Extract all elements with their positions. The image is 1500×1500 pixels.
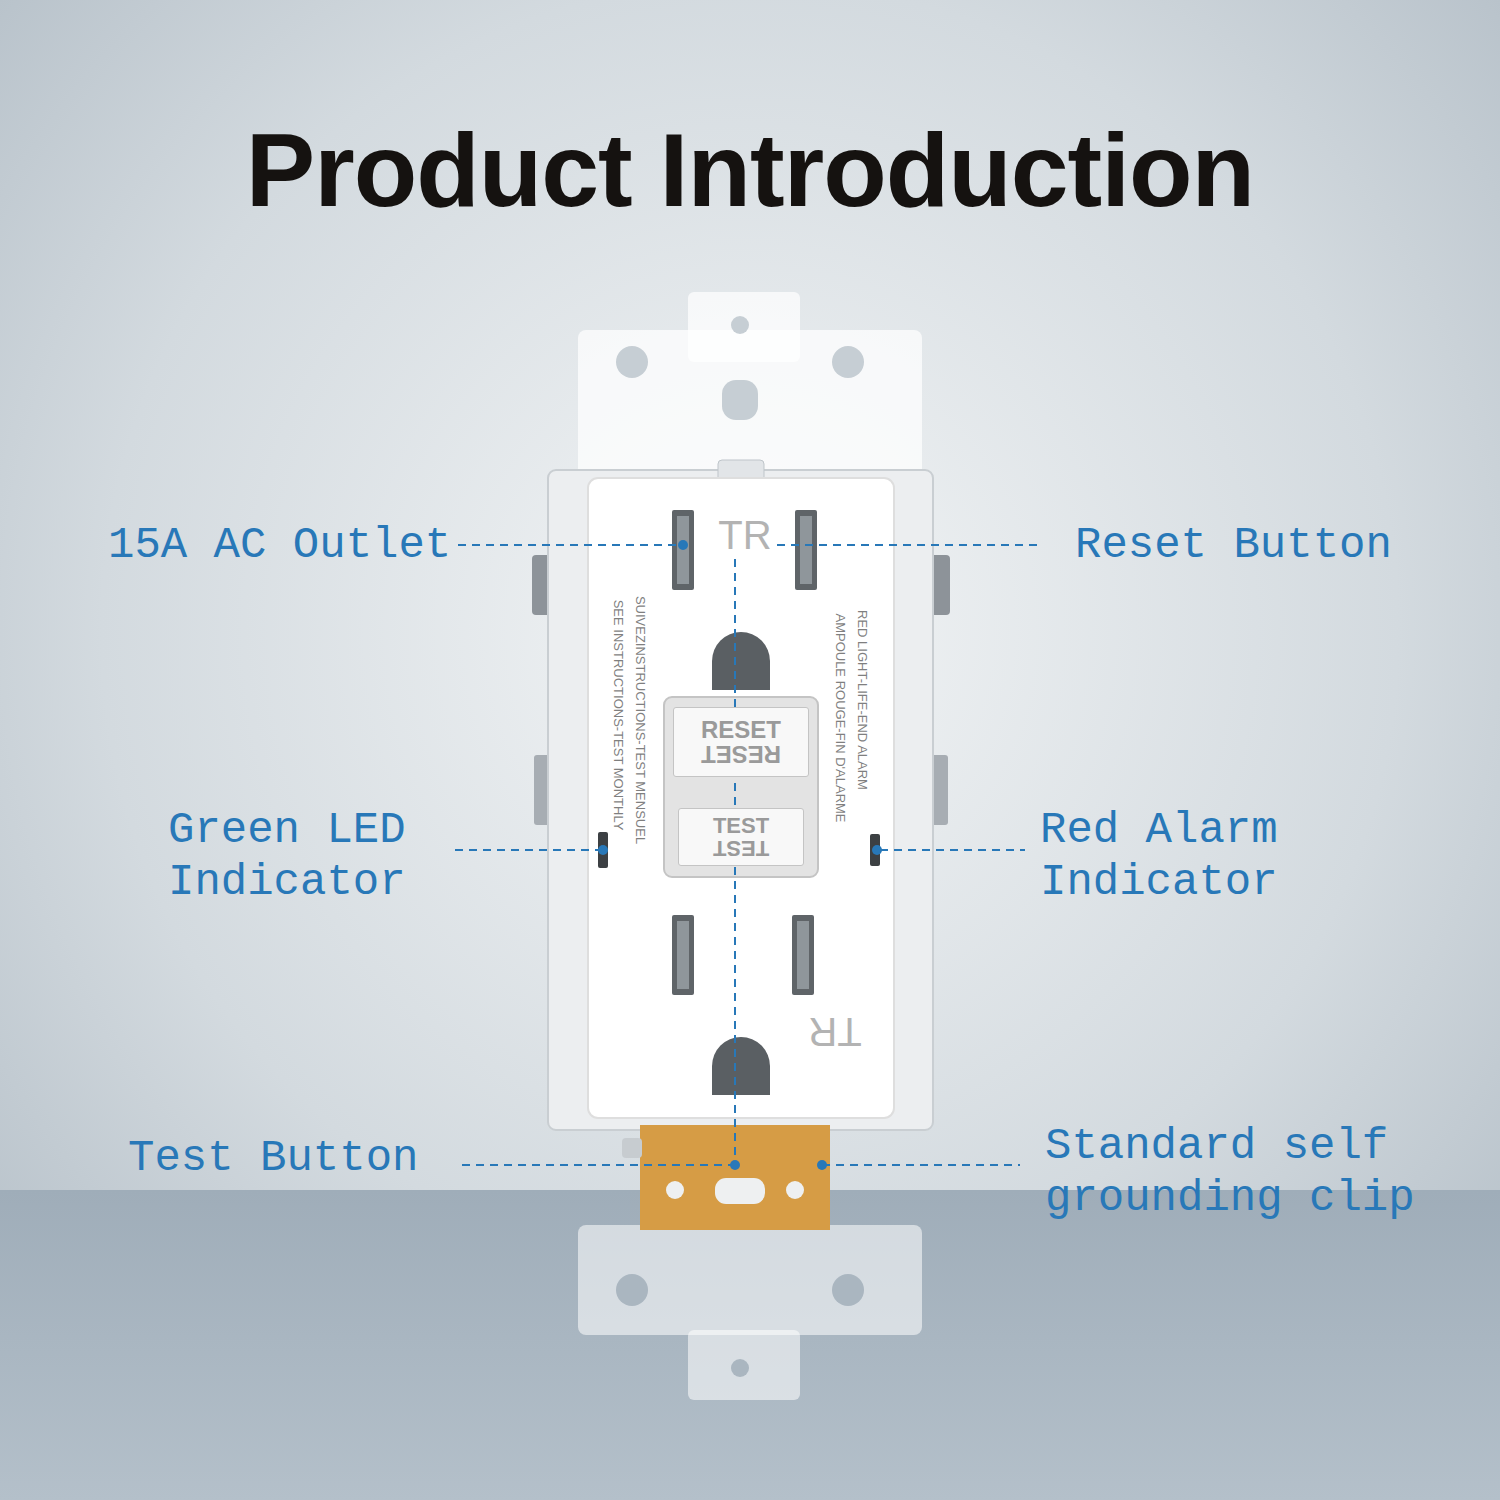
callout-label: Standard self grounding clip bbox=[1045, 1120, 1435, 1224]
tamper-mark: TR bbox=[715, 515, 774, 555]
button-text: TEST bbox=[713, 814, 769, 837]
callout-label: Reset Button bbox=[1075, 519, 1475, 571]
callout-label: Test Button bbox=[128, 1132, 448, 1184]
outlet-body bbox=[532, 460, 950, 1130]
page-title: Product Introduction bbox=[0, 118, 1500, 222]
callout-label: 15A AC Outlet bbox=[108, 519, 468, 571]
ground-clip bbox=[622, 1125, 830, 1230]
device-marking: RED LIGHT-LIFE-END ALARM bbox=[856, 610, 869, 790]
callout-label: Green LED Indicator bbox=[168, 804, 448, 908]
leader-lines bbox=[455, 545, 1040, 1165]
button-text: TEST bbox=[713, 837, 769, 860]
floor-band bbox=[0, 1190, 1500, 1500]
wall-strap-top bbox=[578, 292, 922, 480]
button-frame bbox=[664, 697, 818, 877]
device-marking: AMPOULE ROUGE-FIN D'ALARME bbox=[834, 613, 847, 822]
reset-button: RESETRESET bbox=[673, 707, 809, 777]
callout-label: Red Alarm Indicator bbox=[1040, 804, 1320, 908]
button-text: RESET bbox=[701, 717, 781, 742]
test-button: TESTTEST bbox=[678, 808, 804, 866]
button-text: RESET bbox=[701, 742, 781, 767]
device-marking: SEE INSTRUCTIONS-TEST MONTHLY bbox=[612, 600, 625, 831]
tamper-mark: TR bbox=[805, 1012, 864, 1052]
device-marking: SUIVEZINSTRUCTIONS-TEST MENSUEL bbox=[634, 596, 647, 844]
wall-strap-bottom bbox=[578, 1225, 922, 1400]
leader-dots bbox=[598, 540, 882, 1170]
